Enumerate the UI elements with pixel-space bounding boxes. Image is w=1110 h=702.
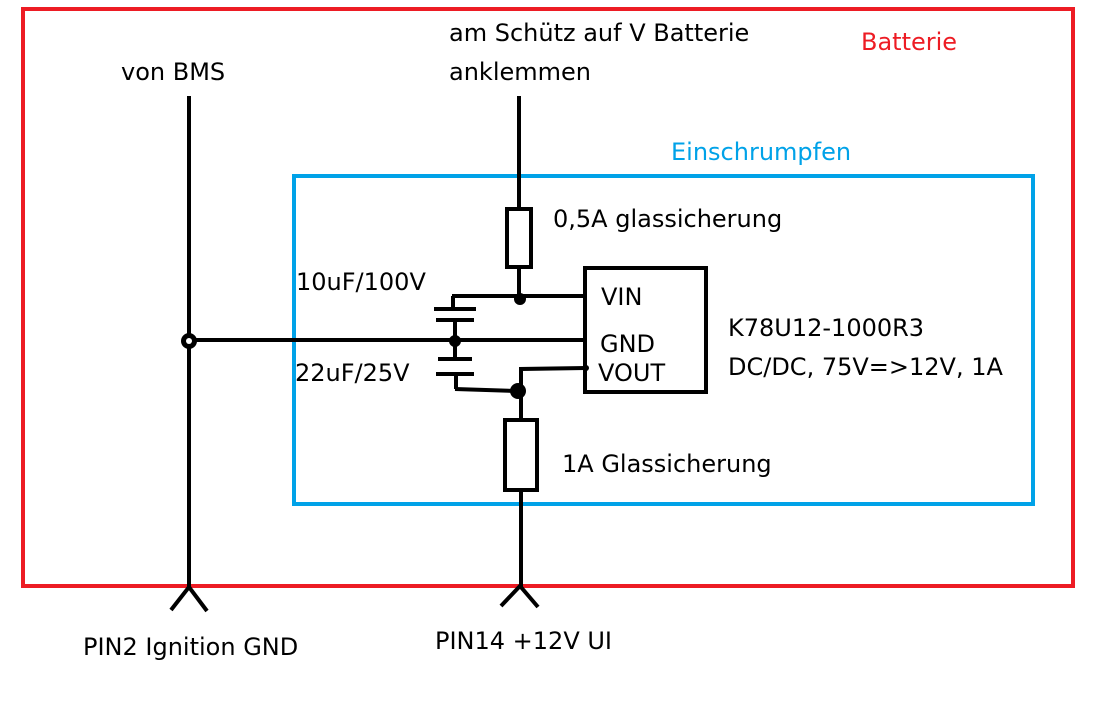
contactor-label-line2: anklemmen [449,58,591,86]
junction-vout [510,383,526,399]
module-part-label: K78U12-1000R3 [728,314,925,342]
fuse-in-symbol [505,207,533,269]
battery-enclosure [21,7,1075,588]
pin-vin-label: VIN [601,283,643,311]
connector-gnd-label: PIN2 Ignition GND [83,633,299,661]
shrink-wrap-label: Einschrumpfen [671,138,852,166]
fuse-out-label: 1A Glassicherung [562,450,772,478]
vout-pin-dot [583,365,589,371]
dcdc-module-box [583,266,708,394]
junction-vin [514,293,526,305]
module-desc-label: DC/DC, 75V=>12V, 1A [728,353,1003,381]
junction-gnd-cap [449,335,461,347]
connector-12v-label: PIN14 +12V UI [435,627,613,655]
contactor-label-line1: am Schütz auf V Batterie [449,19,750,47]
fuse-in-label: 0,5A glassicherung [553,205,783,233]
from-bms-label: von BMS [121,58,226,86]
fuse-out-symbol [503,418,539,492]
battery-enclosure-label: Batterie [861,28,958,56]
cap-out-label: 22uF/25V [295,359,410,387]
cap-out-bottom-wire [454,387,518,393]
pin-gnd-label: GND [600,330,656,358]
pin-vout-label: VOUT [598,359,666,387]
vout-wire [519,366,587,391]
junction-ground-bms-inner [186,338,192,344]
connector-12v-symbol [499,583,540,609]
cap-in-label: 10uF/100V [296,268,426,296]
connector-gnd-symbol [169,583,209,613]
